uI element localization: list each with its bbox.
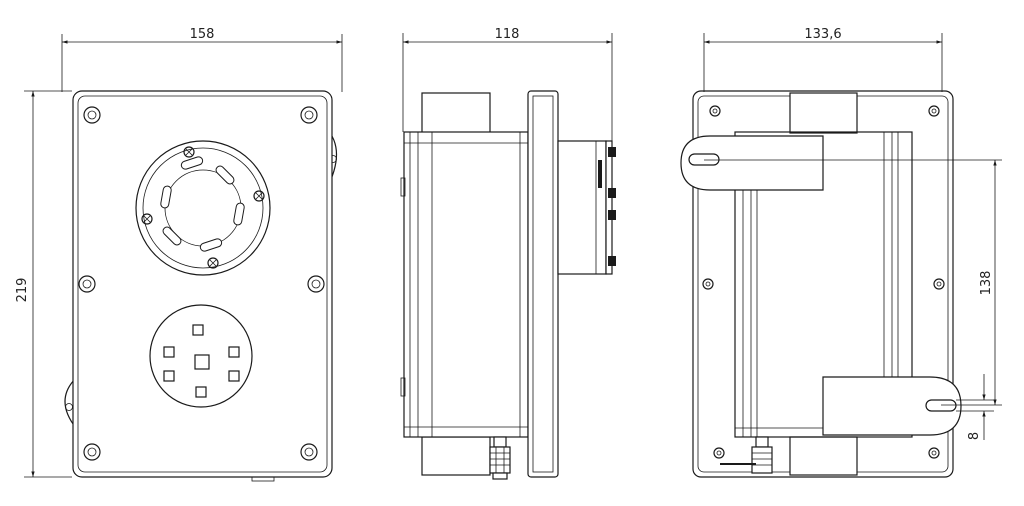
side-view: 118 bbox=[400, 27, 616, 480]
dim-slot-spacing: 138 bbox=[979, 271, 994, 296]
front-screw bbox=[300, 443, 318, 461]
side-front-plate-inner bbox=[532, 95, 554, 473]
rear-screw bbox=[702, 278, 714, 290]
front-plate-inner-edge bbox=[77, 95, 328, 473]
rear-upper-slot bbox=[688, 153, 720, 166]
rear-screw bbox=[928, 105, 940, 117]
side-top-block bbox=[421, 92, 491, 134]
side-cable-gland bbox=[489, 436, 511, 480]
speaker-grille bbox=[135, 140, 271, 276]
front-bump-screw bbox=[65, 403, 73, 411]
side-housing bbox=[403, 131, 529, 438]
rear-screw bbox=[928, 447, 940, 459]
front-screw bbox=[300, 106, 318, 124]
speaker-screw bbox=[207, 257, 219, 269]
rear-upper-bracket bbox=[680, 135, 824, 191]
rear-housing bbox=[734, 131, 913, 438]
dim-side-width: 118 bbox=[495, 27, 520, 42]
speaker-screw bbox=[183, 146, 195, 158]
rear-lower-slot bbox=[925, 399, 957, 412]
rear-bottom-block bbox=[789, 436, 858, 476]
side-front-plate bbox=[527, 90, 559, 478]
rear-screw bbox=[933, 278, 945, 290]
front-view: 158 219 bbox=[15, 27, 343, 482]
front-screw bbox=[307, 275, 325, 293]
speaker-screw bbox=[253, 190, 265, 202]
dim-front-height: 219 bbox=[15, 278, 30, 303]
rear-lower-bracket bbox=[822, 376, 962, 436]
speaker-screw bbox=[141, 213, 153, 225]
dim-rear-width: 133,6 bbox=[804, 27, 841, 42]
front-screw bbox=[83, 106, 101, 124]
side-bottom-block bbox=[421, 436, 491, 476]
microphone-grille bbox=[149, 304, 253, 408]
dim-slot-size: 8 bbox=[967, 432, 982, 440]
dim-front-width: 158 bbox=[190, 27, 215, 42]
rear-cable-gland bbox=[720, 436, 773, 474]
rear-view: 133,6 138 8 bbox=[680, 27, 1002, 478]
front-screw bbox=[83, 443, 101, 461]
front-screw bbox=[78, 275, 96, 293]
rear-top-block bbox=[789, 92, 858, 134]
rear-screw bbox=[713, 447, 725, 459]
front-plate bbox=[72, 90, 333, 478]
side-clip bbox=[400, 377, 406, 397]
rear-screw bbox=[709, 105, 721, 117]
side-clip bbox=[400, 177, 406, 197]
